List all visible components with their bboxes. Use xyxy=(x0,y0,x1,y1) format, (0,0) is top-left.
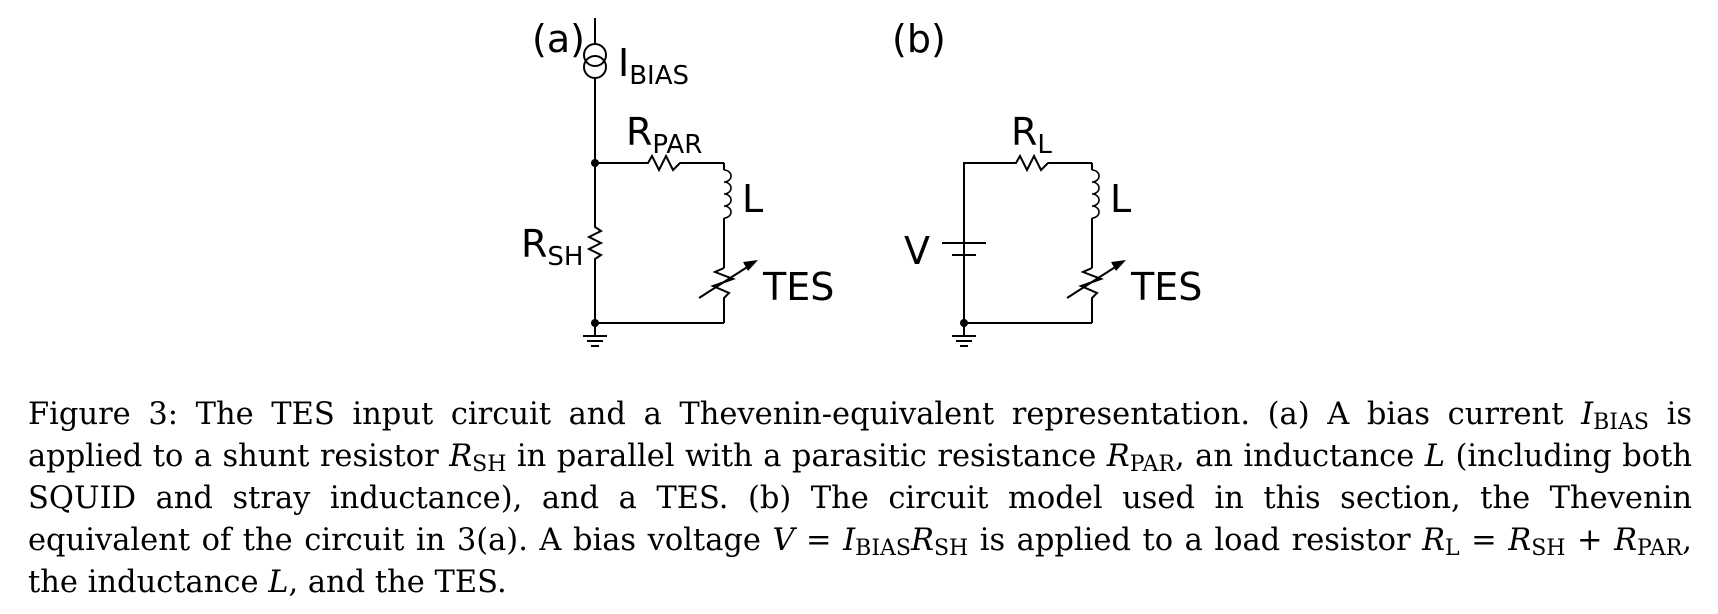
inductor-symbol xyxy=(1091,163,1100,268)
panel-b-label: (b) xyxy=(892,17,946,61)
bias-current-label: IBIAS xyxy=(618,41,689,91)
voltage-source-symbol xyxy=(942,163,986,323)
inductor-label: L xyxy=(1110,177,1131,221)
ground-symbol xyxy=(583,323,607,347)
panel-a-label: (a) xyxy=(532,17,585,61)
parasitic-resistor-label: RPAR xyxy=(626,110,702,160)
circuit-b: (b) RL V L TES xyxy=(892,17,1202,347)
ground-symbol xyxy=(952,323,976,347)
shunt-resistor-label: RSH xyxy=(521,222,583,272)
shunt-resistor-symbol xyxy=(586,163,604,323)
inductor-symbol xyxy=(723,163,732,268)
tes-label: TES xyxy=(1130,265,1202,309)
voltage-label: V xyxy=(904,229,930,273)
current-source-symbol xyxy=(583,18,607,163)
figure-caption: Figure 3: The TES input circuit and a Th… xyxy=(28,397,1692,600)
tes-variable-resistor-symbol xyxy=(698,260,758,323)
parasitic-resistor-symbol xyxy=(595,153,724,173)
inductor-label: L xyxy=(742,177,763,221)
circuit-a: (a) IBIAS RPAR L TES xyxy=(521,17,834,347)
tes-variable-resistor-symbol xyxy=(1066,260,1126,323)
load-resistor-symbol xyxy=(963,153,1092,270)
tes-label: TES xyxy=(762,265,834,309)
load-resistor-label: RL xyxy=(1011,110,1052,160)
circuit-figure: (a) IBIAS RPAR L TES xyxy=(521,17,1202,347)
